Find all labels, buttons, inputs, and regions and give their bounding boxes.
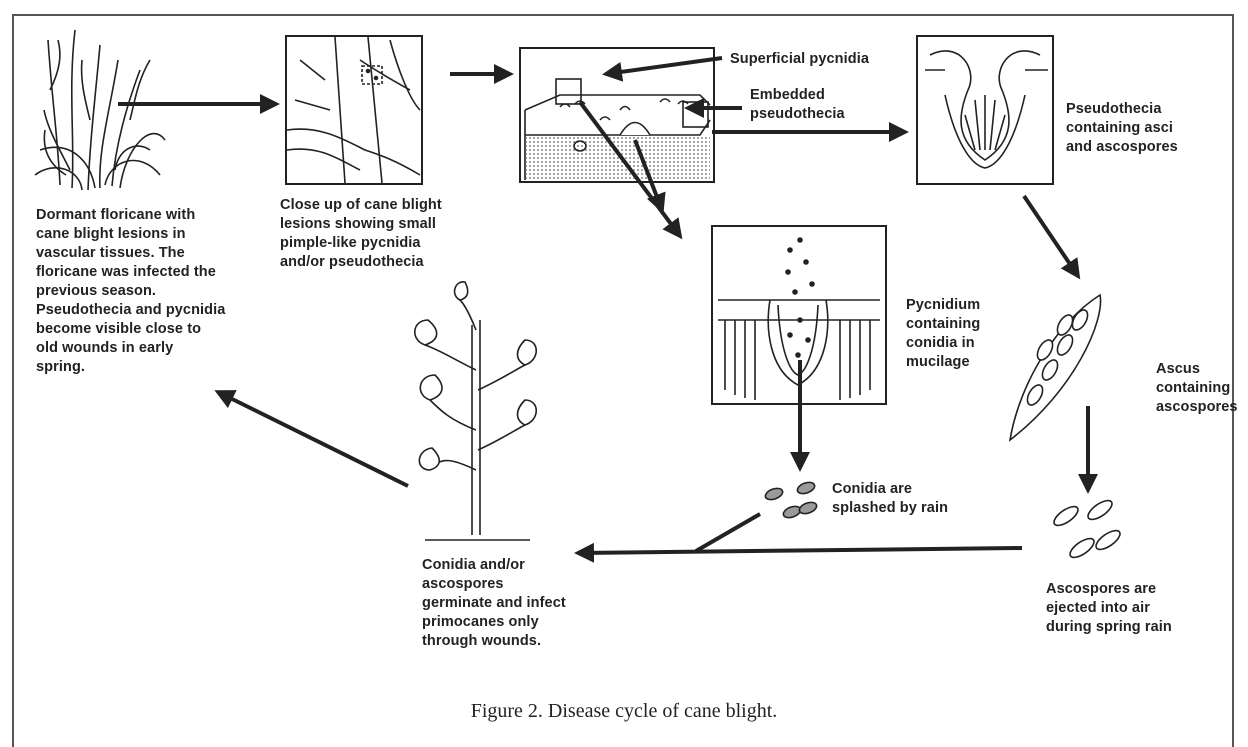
label-pseudothecia-asci: Pseudothecia containing asci and ascospo… — [1066, 100, 1178, 157]
conidia-splash-line — [696, 514, 760, 551]
figure-caption: Figure 2. Disease cycle of cane blight. — [0, 700, 1248, 723]
label-germinate: Conidia and/or ascospores germinate and … — [422, 556, 566, 651]
label-pycnidium: Pycnidium containing conidia in mucilage — [906, 296, 980, 372]
ascospores — [1051, 497, 1123, 561]
label-superficial-pycnidia: Superficial pycnidia — [730, 50, 869, 69]
pseudothecium-illustration — [917, 36, 1053, 184]
lesion-surface-illustration — [520, 48, 714, 182]
arrow-primocane-to-floricane — [218, 392, 408, 486]
dormant-floricane-illustration — [35, 30, 165, 190]
arrow-pseudothecium-to-ascus — [1024, 196, 1078, 276]
label-ascus: Ascus containing ascospores — [1156, 360, 1238, 417]
label-conidia-splashed: Conidia are splashed by rain — [832, 480, 948, 518]
label-dormant-floricane: Dormant floricane with cane blight lesio… — [36, 206, 225, 377]
arrow-superficial-pointer — [606, 58, 722, 74]
label-close-up: Close up of cane blight lesions showing … — [280, 196, 442, 272]
conidia-spores — [764, 480, 818, 520]
primocane-plant-illustration — [415, 282, 536, 540]
arrow-spores-to-primocane — [578, 548, 1022, 553]
label-embedded-pseudothecia: Embedded pseudothecia — [750, 86, 845, 124]
label-ascospores-ejected: Ascospores are ejected into air during s… — [1046, 580, 1172, 637]
close-up-lesion-illustration — [286, 36, 422, 184]
